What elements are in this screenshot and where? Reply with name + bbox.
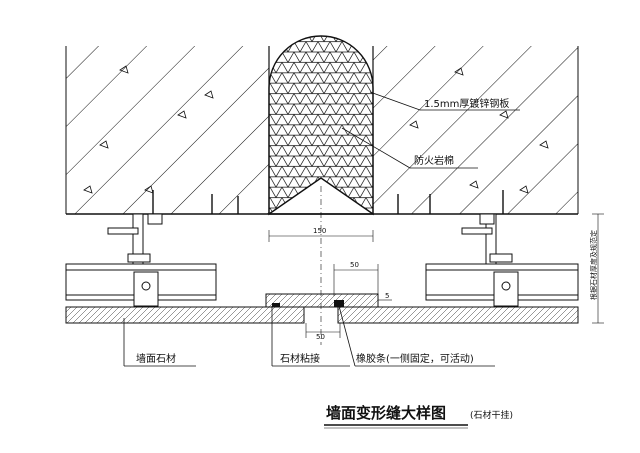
dim-gap-label: 150 bbox=[313, 227, 326, 235]
callout-rubber-strip: 橡胶条(一侧固定，可活动) bbox=[356, 352, 474, 365]
dim-strip-thickness bbox=[378, 299, 392, 308]
concrete-wall-right bbox=[372, 46, 579, 214]
callout-leaders bbox=[123, 91, 520, 367]
drawing-title: 墙面变形缝大样图 bbox=[326, 404, 446, 422]
dim-side bbox=[592, 213, 604, 324]
dim-cover-bottom-label: 50 bbox=[316, 333, 325, 341]
rubber-strip bbox=[334, 300, 344, 307]
callout-stone-bond: 石材粘接 bbox=[280, 352, 320, 365]
dim-strip-thickness-label: 5 bbox=[385, 292, 389, 300]
callout-rock-wool: 防火岩棉 bbox=[414, 154, 454, 167]
steel-bracket-left bbox=[107, 213, 163, 265]
stone-hanger-clips bbox=[133, 271, 519, 307]
dim-gap bbox=[268, 230, 374, 242]
drawing-subtitle: (石材干挂) bbox=[470, 409, 513, 421]
dim-cover-top-label: 50 bbox=[350, 261, 359, 269]
dim-cover-top bbox=[333, 264, 379, 296]
dim-side-note: 根据石材厚度及规范定 bbox=[589, 230, 598, 300]
callout-steel-plate: 1.5mm厚镀锌钢板 bbox=[424, 97, 509, 110]
concrete-wall-left bbox=[65, 46, 270, 214]
callout-wall-stone: 墙面石材 bbox=[136, 352, 176, 365]
stone-cover-strip bbox=[265, 293, 379, 308]
stone-panel-left bbox=[65, 306, 305, 324]
bond-point bbox=[272, 303, 280, 307]
concrete-aggregate-marks bbox=[83, 65, 549, 194]
anchor-bolts bbox=[152, 190, 504, 214]
stone-panel-right bbox=[337, 306, 579, 324]
dim-cover-bottom bbox=[305, 323, 341, 338]
steel-bracket-right bbox=[461, 213, 513, 265]
